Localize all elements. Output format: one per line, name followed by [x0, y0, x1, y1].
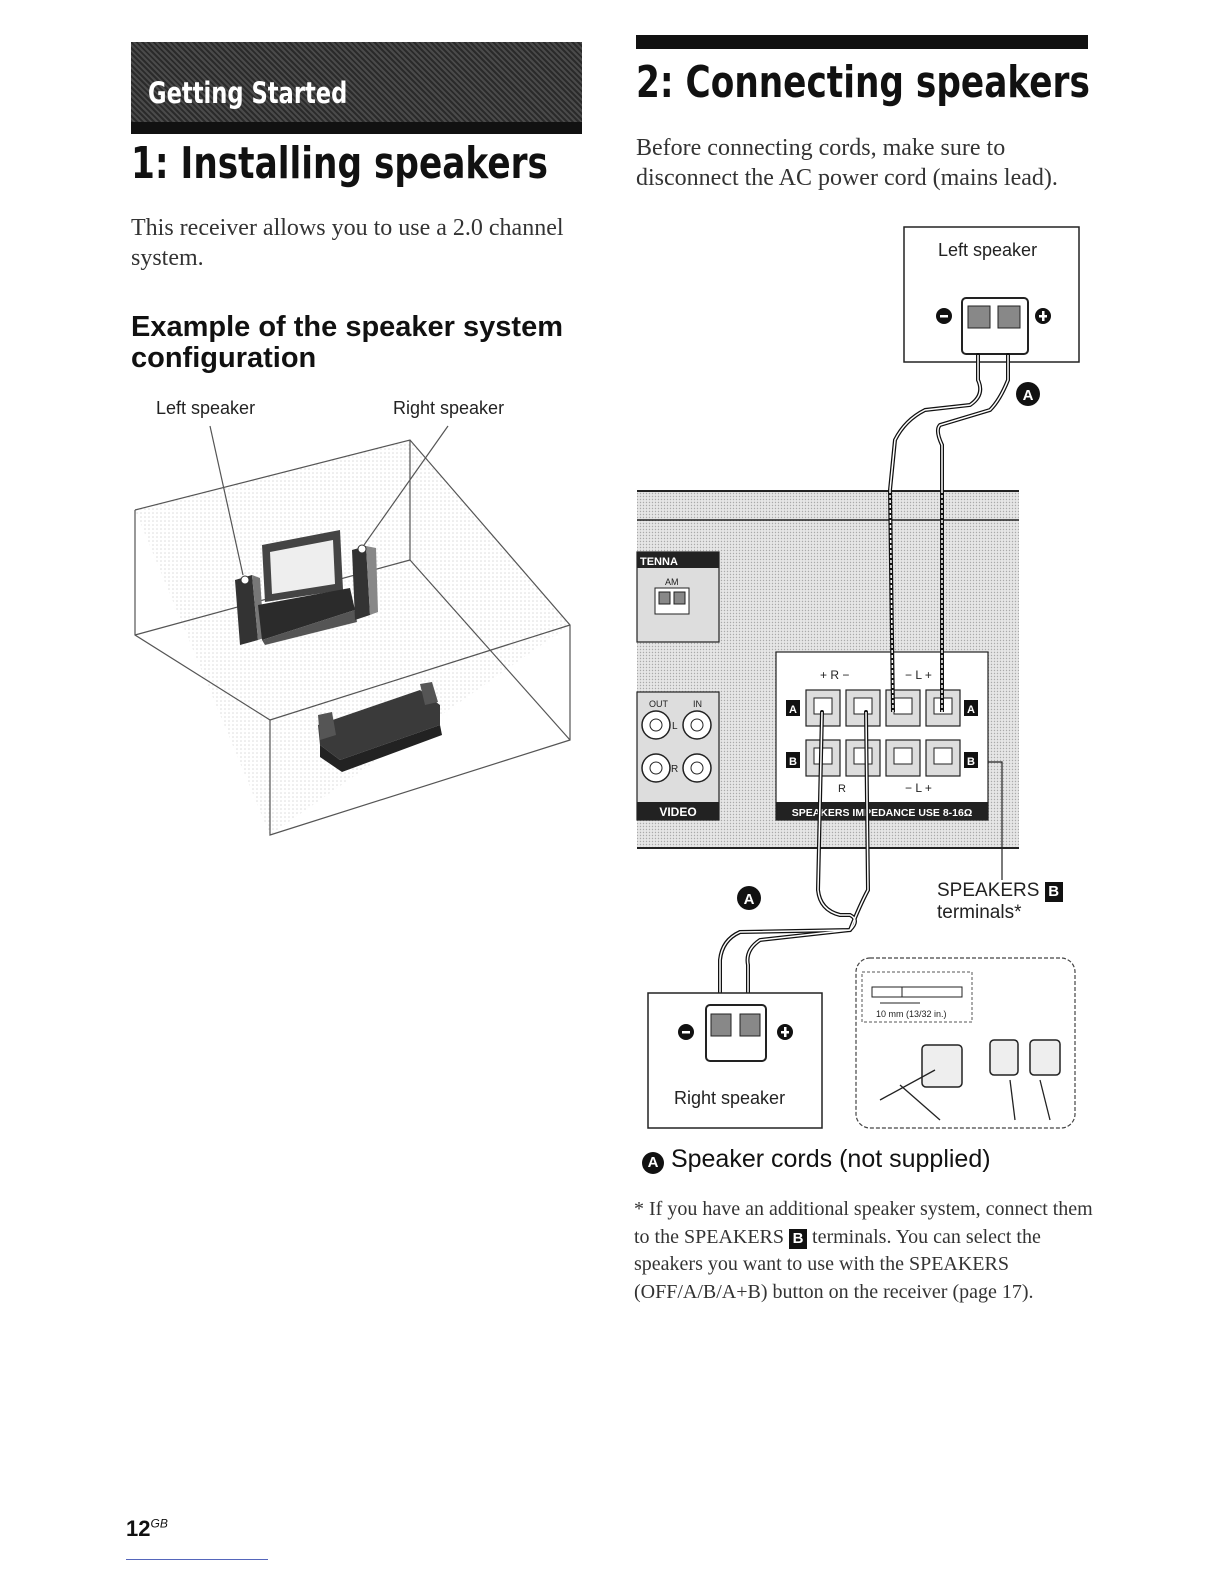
svg-text:B: B: [789, 756, 797, 768]
config-sofa: [318, 682, 442, 772]
svg-text:L: L: [672, 721, 678, 732]
svg-text:TENNA: TENNA: [640, 556, 678, 568]
heading-connecting-speakers: 2: Connecting speakers: [636, 57, 1090, 108]
section-label: Getting Started: [148, 76, 348, 110]
left-speaker-box: [903, 226, 1080, 363]
page-number: 12GB: [126, 1516, 168, 1541]
b-badge-icon: B: [1044, 882, 1063, 902]
svg-text:VIDEO: VIDEO: [659, 805, 696, 819]
heading-rule: [636, 35, 1088, 49]
svg-text:OUT: OUT: [649, 699, 669, 709]
heading-installing-speakers: 1: Installing speakers: [131, 138, 548, 189]
cord-marker-a-top: [1016, 382, 1040, 406]
svg-text:10 mm (13/32 in.): 10 mm (13/32 in.): [876, 1009, 947, 1019]
svg-text:A: A: [1023, 387, 1034, 404]
cord-marker-a-bottom: [737, 886, 761, 910]
speakers-b-terminals-label: SPEAKERS B terminals*: [937, 880, 1063, 924]
wire-stripping-inset: 10 mm (13/32 in.): [855, 957, 1076, 1129]
config-tv: [258, 530, 357, 645]
right-speaker-box-label: Right speaker: [674, 1088, 786, 1108]
a-badge-icon: A: [642, 1152, 664, 1174]
svg-text:R: R: [838, 783, 846, 795]
svg-text:A: A: [967, 704, 975, 716]
legend-speaker-cords: A Speaker cords (not supplied): [642, 1145, 991, 1174]
svg-text:B: B: [967, 756, 975, 768]
svg-text:AM: AM: [665, 577, 679, 587]
left-speaker-box-label: Left speaker: [938, 240, 1038, 260]
svg-text:− L +: − L +: [905, 668, 932, 682]
config-right-speaker: [352, 544, 378, 620]
speaker-connection-diagram: A TENNA AM OUT IN L R VIDEO + R − − L +: [636, 226, 1080, 1129]
svg-text:R: R: [671, 764, 678, 775]
receiver-rear-panel: TENNA AM OUT IN L R VIDEO + R − − L + A …: [636, 490, 1019, 849]
section-banner: [131, 42, 582, 134]
b-badge-icon: B: [789, 1228, 808, 1249]
svg-text:+ R −: + R −: [820, 668, 849, 682]
config-right-speaker-label: Right speaker: [393, 398, 505, 418]
speaker-configuration-illustration: [134, 425, 571, 836]
caution-paragraph: Before connecting cords, make sure to di…: [636, 135, 1058, 191]
svg-text:A: A: [789, 704, 797, 716]
intro-paragraph: This receiver allows you to use a 2.0 ch…: [131, 215, 564, 271]
svg-text:IN: IN: [693, 699, 702, 709]
right-speaker-box: [647, 992, 823, 1129]
svg-text:A: A: [744, 891, 755, 908]
svg-text:SPEAKERS IMPEDANCE USE 8-16Ω: SPEAKERS IMPEDANCE USE 8-16Ω: [792, 807, 973, 819]
subheading-example-configuration: Example of the speaker system configurat…: [131, 311, 563, 374]
config-left-speaker-label: Left speaker: [156, 398, 256, 418]
section-banner-rule: [131, 122, 582, 134]
footer-rule: [126, 1559, 268, 1560]
svg-text:− L +: − L +: [905, 781, 932, 795]
footnote: * If you have an additional speaker syst…: [634, 1198, 1093, 1303]
